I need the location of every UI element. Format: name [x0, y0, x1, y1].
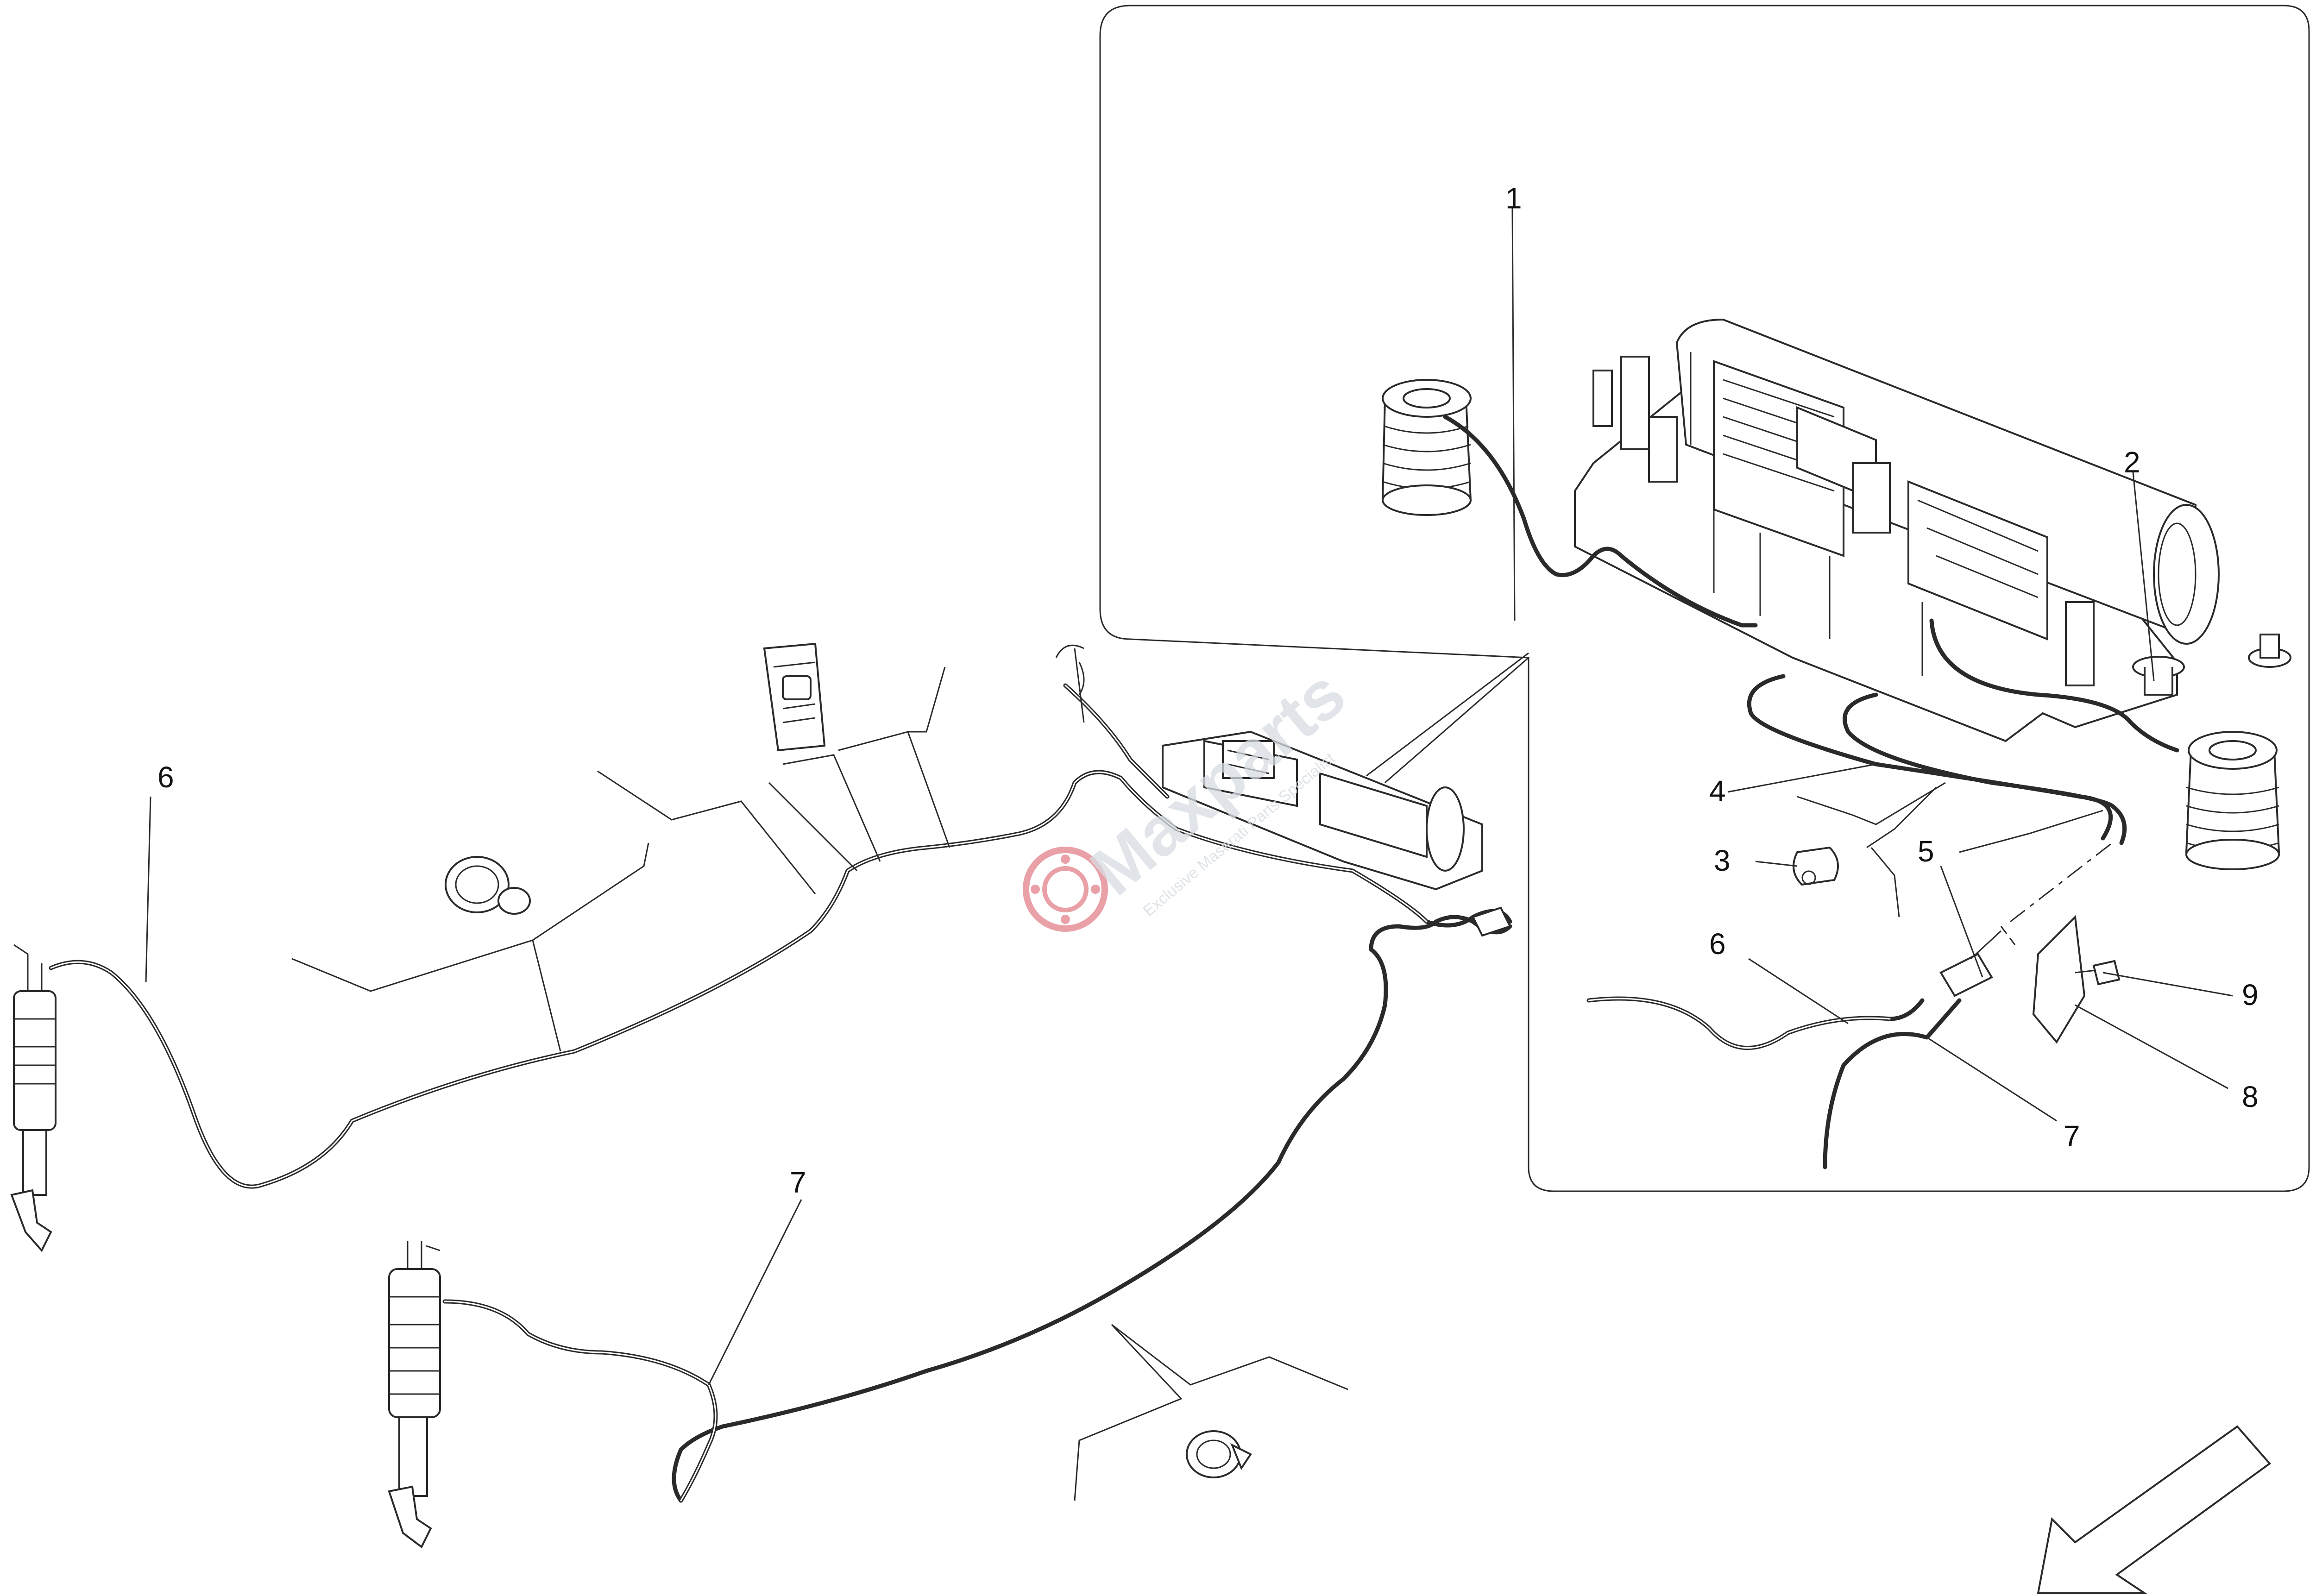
callout-7-inset: 7 — [2064, 1119, 2080, 1153]
pipe-holder-clip — [763, 642, 826, 752]
callout-leaders — [145, 208, 2233, 1385]
detail-inset-panel — [1099, 5, 2310, 1192]
watermark-logo-icon — [1023, 847, 1108, 932]
air-line-7-main — [442, 915, 1512, 1503]
callout-2: 2 — [2124, 446, 2140, 479]
rear-air-spring-right — [2185, 731, 2280, 870]
clip-fastener — [1793, 846, 1839, 886]
callout-9: 9 — [2242, 978, 2259, 1012]
callout-5: 5 — [1918, 835, 1934, 868]
callout-8: 8 — [2242, 1080, 2259, 1113]
callout-4: 4 — [1709, 774, 1726, 808]
front-air-strut-left — [10, 944, 57, 1252]
callout-6-main: 6 — [157, 760, 174, 794]
main-view-leader-lines — [291, 666, 1348, 1501]
arrow-down-left-icon — [2037, 1425, 2271, 1594]
front-air-strut-right — [388, 1241, 441, 1549]
inset-air-lines — [1443, 415, 2179, 1169]
callout-labels: 1 2 3 4 5 6 7 8 9 6 7 — [157, 182, 2259, 1199]
air-line-6-main — [49, 770, 1512, 1189]
callout-1: 1 — [1505, 182, 1522, 215]
rear-air-spring-left — [1381, 379, 1472, 516]
callout-7-main: 7 — [790, 1166, 806, 1199]
compressor-unit-detail — [1574, 318, 2291, 742]
distribution-valve-block — [1939, 842, 2113, 997]
main-compressor-assembly — [1055, 644, 1483, 891]
callout-6-inset: 6 — [1709, 927, 1726, 961]
pipe-connector-main — [1472, 906, 1511, 937]
mounting-bracket — [2032, 915, 2121, 1044]
pipe-ring-clamp-upper — [445, 856, 531, 915]
pipe-ring-clamp-lower — [1186, 1430, 1252, 1478]
callout-3: 3 — [1714, 844, 1731, 877]
